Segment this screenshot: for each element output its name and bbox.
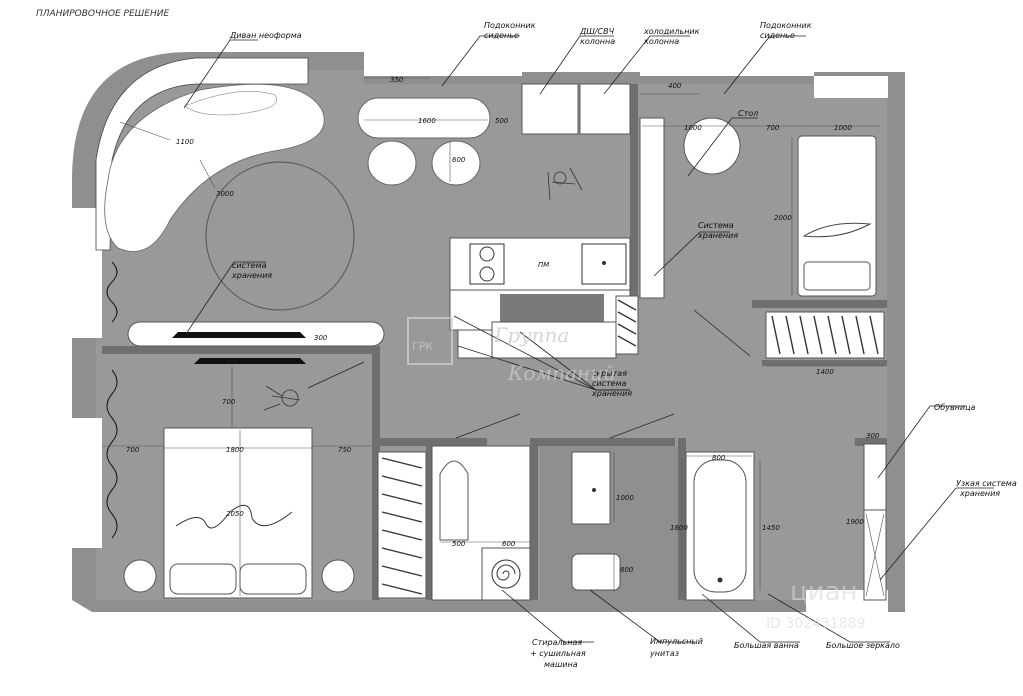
svg-text:Импульсный: Импульсный [650, 637, 703, 646]
svg-text:система: система [232, 261, 267, 270]
svg-text:Система: Система [698, 221, 734, 230]
svg-text:Диван неоформа: Диван неоформа [229, 31, 302, 40]
svg-text:Большое зеркало: Большое зеркало [826, 641, 900, 650]
nightstand-left [123, 559, 157, 593]
wardrobe-bedroom [377, 451, 427, 599]
svg-text:700: 700 [766, 124, 780, 132]
svg-text:1400: 1400 [816, 368, 834, 376]
nightstand-right [321, 559, 355, 593]
svg-text:700: 700 [222, 398, 236, 406]
bathtub [685, 451, 755, 601]
svg-text:унитаз: унитаз [649, 649, 679, 658]
svg-text:Большая ванна: Большая ванна [734, 641, 799, 650]
dimension-lines [102, 77, 884, 596]
svg-text:циан: циан [790, 577, 858, 607]
svg-text:ID 302431889: ID 302431889 [766, 616, 866, 632]
svg-text:350: 350 [390, 76, 404, 84]
svg-text:колонна: колонна [644, 37, 679, 46]
svg-text:500: 500 [452, 540, 466, 548]
svg-text:ДШ/СВЧ: ДШ/СВЧ [579, 27, 615, 36]
shoe-cabinet [863, 443, 887, 519]
svg-text:машина: машина [544, 660, 578, 669]
svg-text:Группа: Группа [493, 323, 569, 347]
svg-text:Стол: Стол [738, 109, 758, 118]
svg-text:750: 750 [338, 446, 352, 454]
svg-text:ГРК: ГРК [412, 340, 433, 353]
svg-text:Стиральная: Стиральная [532, 638, 582, 647]
svg-text:система: система [592, 379, 627, 388]
chair-2 [431, 140, 481, 186]
svg-text:500: 500 [495, 117, 509, 125]
svg-text:800: 800 [620, 566, 634, 574]
chair-1 [367, 140, 417, 186]
annotations: Диван неоформа Подоконник сиденье ДШ/СВЧ… [229, 21, 1017, 669]
watermark: ГРК Группа Компаний циан ID 302431889 [407, 317, 866, 632]
kitchen-column-strip [639, 117, 665, 299]
svg-text:600: 600 [502, 540, 516, 548]
svg-text:Подоконник: Подоконник [760, 21, 812, 30]
svg-text:сиденье: сиденье [760, 31, 795, 40]
svg-text:Узкая система: Узкая система [956, 479, 1017, 488]
dimension-texts: 350 1600 500 600 1100 3000 400 1000 700 … [126, 76, 880, 574]
svg-text:2050: 2050 [226, 510, 244, 518]
fridge-column [579, 83, 631, 135]
kitchen-counter [449, 237, 631, 291]
svg-text:скрытая: скрытая [592, 369, 627, 378]
windows [72, 52, 888, 612]
person-figure-kitchen [547, 167, 583, 201]
svg-text:холодильник: холодильник [643, 27, 700, 36]
svg-text:колонна: колонна [580, 37, 615, 46]
svg-text:1900: 1900 [846, 518, 864, 526]
round-table [683, 117, 741, 175]
svg-text:хранения: хранения [697, 231, 738, 240]
svg-text:1450: 1450 [762, 524, 780, 532]
svg-text:+ сушильная: + сушильная [530, 649, 586, 658]
leader-lines [183, 35, 994, 643]
svg-text:хранения: хранения [959, 489, 1000, 498]
wardrobe-right [765, 311, 885, 359]
svg-text:сиденье: сиденье [484, 31, 519, 40]
svg-text:1600: 1600 [418, 117, 436, 125]
svg-text:300: 300 [866, 432, 880, 440]
svg-text:1000: 1000 [616, 494, 634, 502]
bed-right [797, 135, 877, 297]
svg-text:800: 800 [712, 454, 726, 462]
label-dishwasher: ПМ [538, 261, 549, 269]
svg-text:1000: 1000 [684, 124, 702, 132]
dw-micro-column [521, 83, 579, 135]
round-rug [205, 161, 355, 311]
svg-text:Подоконник: Подоконник [484, 21, 536, 30]
svg-text:700: 700 [126, 446, 140, 454]
svg-text:1100: 1100 [176, 138, 194, 146]
svg-text:3000: 3000 [216, 190, 234, 198]
svg-text:Компаний: Компаний [507, 361, 616, 385]
person-figure-bedroom [263, 385, 301, 411]
svg-text:1800: 1800 [226, 446, 244, 454]
svg-text:1000: 1000 [834, 124, 852, 132]
sofa-neoform [104, 83, 325, 252]
svg-text:400: 400 [668, 82, 682, 90]
svg-text:хранения: хранения [591, 389, 632, 398]
dining-table [357, 97, 491, 139]
plan-title: ПЛАНИРОВОЧНОЕ РЕШЕНИЕ [36, 9, 169, 19]
svg-text:600: 600 [452, 156, 466, 164]
svg-text:300: 300 [314, 334, 328, 342]
svg-text:1800: 1800 [670, 524, 688, 532]
svg-text:Обувница: Обувница [934, 403, 976, 412]
svg-text:хранения: хранения [231, 271, 272, 280]
svg-text:2000: 2000 [774, 214, 792, 222]
